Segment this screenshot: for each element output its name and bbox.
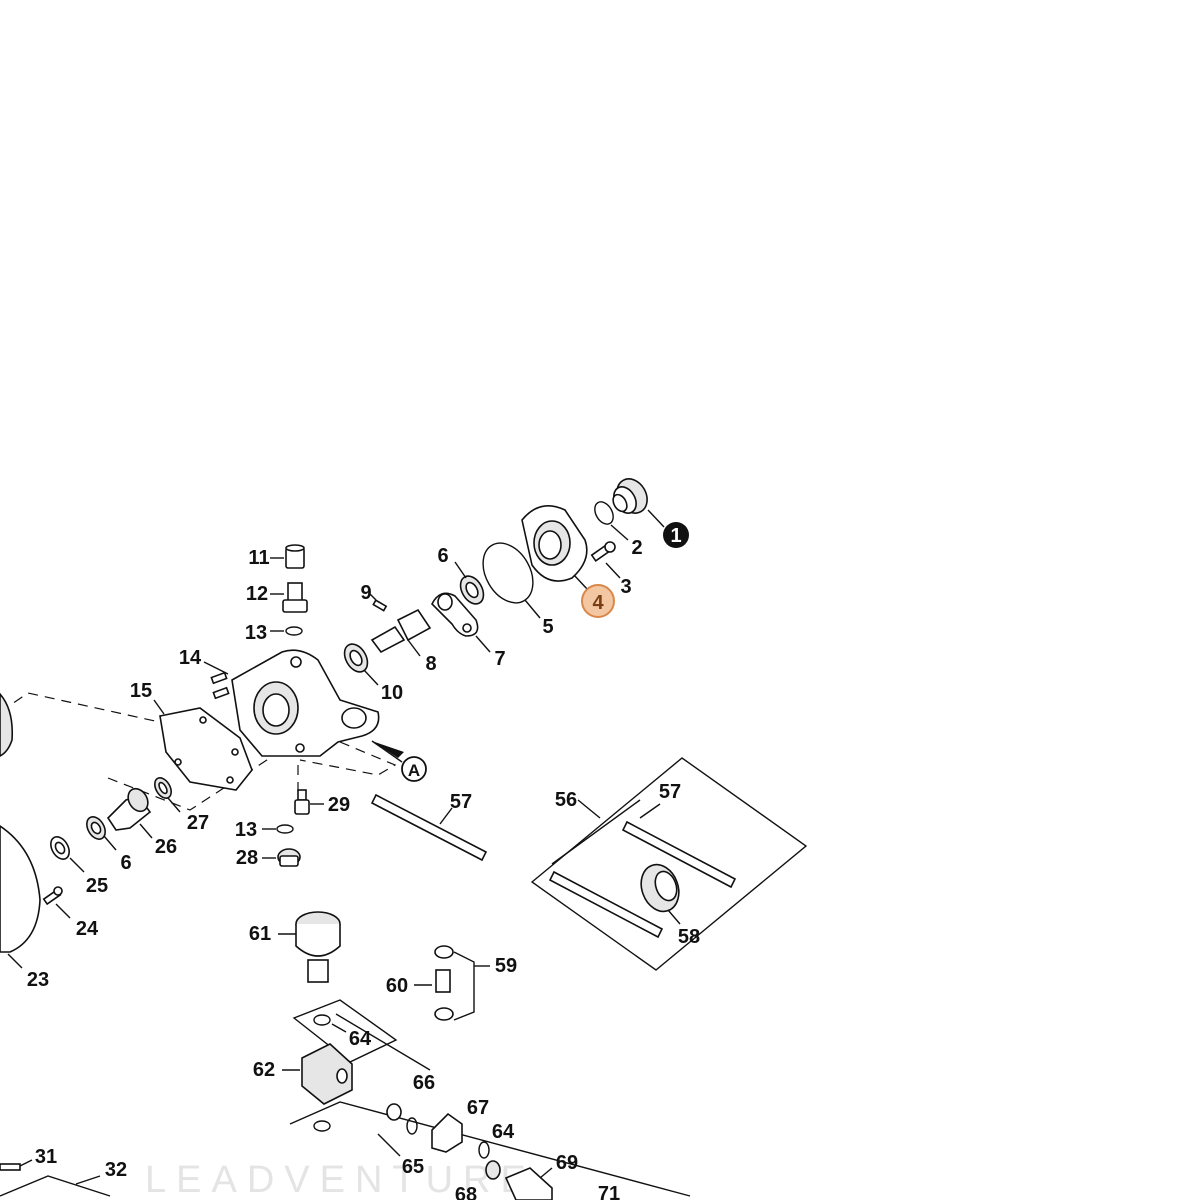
part-13-o-ring-upper[interactable] — [270, 626, 303, 636]
callout-61: 61 — [249, 923, 271, 945]
part-15-gasket[interactable] — [153, 699, 253, 791]
lower-panel[interactable] — [282, 999, 691, 1197]
part-7-crank-arm[interactable] — [431, 592, 491, 653]
callout-1-emphasis — [663, 522, 689, 548]
part-31-32[interactable] — [0, 1159, 111, 1197]
pump-housing[interactable] — [231, 649, 380, 757]
callout-56: 56 — [555, 789, 577, 811]
part-12-valve[interactable] — [270, 582, 308, 613]
callout-11: 11 — [248, 547, 269, 569]
part-24-screw[interactable] — [42, 886, 71, 919]
part-11-cap[interactable] — [270, 544, 305, 569]
callout-57a: 57 — [450, 791, 472, 813]
callout-4: 4 — [592, 592, 604, 614]
part-9-key[interactable] — [369, 593, 388, 612]
part-6-bearing-upper[interactable] — [454, 561, 488, 608]
callout-60: 60 — [386, 975, 408, 997]
callout-23: 23 — [27, 969, 49, 991]
part-6-seal-lower[interactable] — [83, 814, 117, 851]
callout-66: 66 — [413, 1072, 435, 1094]
part-8-shaft[interactable] — [370, 608, 432, 657]
part-2-o-ring[interactable] — [591, 499, 629, 541]
callout-28: 28 — [236, 847, 258, 869]
callout-32: 32 — [105, 1159, 127, 1181]
part-4-pump-cover[interactable] — [521, 504, 589, 591]
callout-25: 25 — [86, 875, 108, 897]
callout-59: 59 — [495, 955, 517, 977]
callout-5: 5 — [542, 616, 553, 638]
callout-69: 69 — [556, 1152, 578, 1174]
callout-7: 7 — [494, 648, 505, 670]
part-14-pins[interactable] — [203, 661, 230, 700]
reference-marker-a: A — [371, 740, 427, 782]
callout-68: 68 — [455, 1184, 477, 1200]
callout-64b: 64 — [492, 1121, 515, 1143]
callout-13a: 13 — [245, 622, 267, 644]
callout-14: 14 — [179, 647, 202, 669]
callout-3: 3 — [620, 576, 631, 598]
callout-13b: 13 — [235, 819, 257, 841]
callout-58: 58 — [678, 926, 700, 948]
callout-71: 71 — [598, 1183, 620, 1200]
callout-6b: 6 — [120, 852, 131, 874]
callout-62: 62 — [253, 1059, 275, 1081]
part-57-rod[interactable] — [370, 793, 488, 862]
callout-2: 2 — [631, 537, 642, 559]
part-27-bearing[interactable] — [151, 775, 181, 813]
callout-64a: 64 — [349, 1028, 372, 1050]
callout-4-highlight — [581, 584, 615, 618]
part-23-engine-housing[interactable] — [0, 692, 41, 969]
callout-12: 12 — [246, 583, 268, 605]
callout-57b: 57 — [659, 781, 681, 803]
part-5-large-o-ring[interactable] — [473, 534, 543, 619]
part-13-o-ring-lower[interactable] — [262, 824, 294, 834]
part-29-fitting[interactable] — [294, 789, 324, 815]
callout-10: 10 — [381, 682, 403, 704]
watermark-text: LEADVENTURE — [145, 1159, 536, 1200]
callout-65: 65 — [402, 1156, 424, 1178]
callout-24: 24 — [76, 918, 99, 940]
part-28-plug[interactable] — [262, 848, 301, 867]
callout-8: 8 — [425, 653, 436, 675]
callout-26: 26 — [155, 836, 177, 858]
callout-6a: 6 — [437, 545, 448, 567]
part-10-bearing[interactable] — [340, 640, 379, 686]
callout-27: 27 — [187, 812, 209, 834]
part-1-cap[interactable] — [609, 473, 665, 528]
part-69-valve[interactable] — [485, 1160, 553, 1200]
part-26-gear-shaft[interactable] — [106, 785, 153, 839]
callout-29: 29 — [328, 794, 350, 816]
callout-67: 67 — [467, 1097, 489, 1119]
svg-text:A: A — [408, 761, 420, 780]
part-59-60-valve-set[interactable] — [414, 945, 490, 1021]
part-3-screw[interactable] — [590, 541, 621, 579]
callout-1: 1 — [670, 525, 681, 547]
kit-56-frame[interactable] — [530, 757, 808, 971]
callout-31: 31 — [35, 1146, 57, 1168]
part-25-washer[interactable] — [47, 834, 85, 873]
part-61-accumulator[interactable] — [278, 911, 341, 983]
callout-15: 15 — [130, 680, 152, 702]
callout-9: 9 — [360, 582, 371, 604]
callout-labels: 1 2 3 4 5 6 6 7 8 9 10 11 12 13 13 14 15… — [27, 522, 700, 1200]
